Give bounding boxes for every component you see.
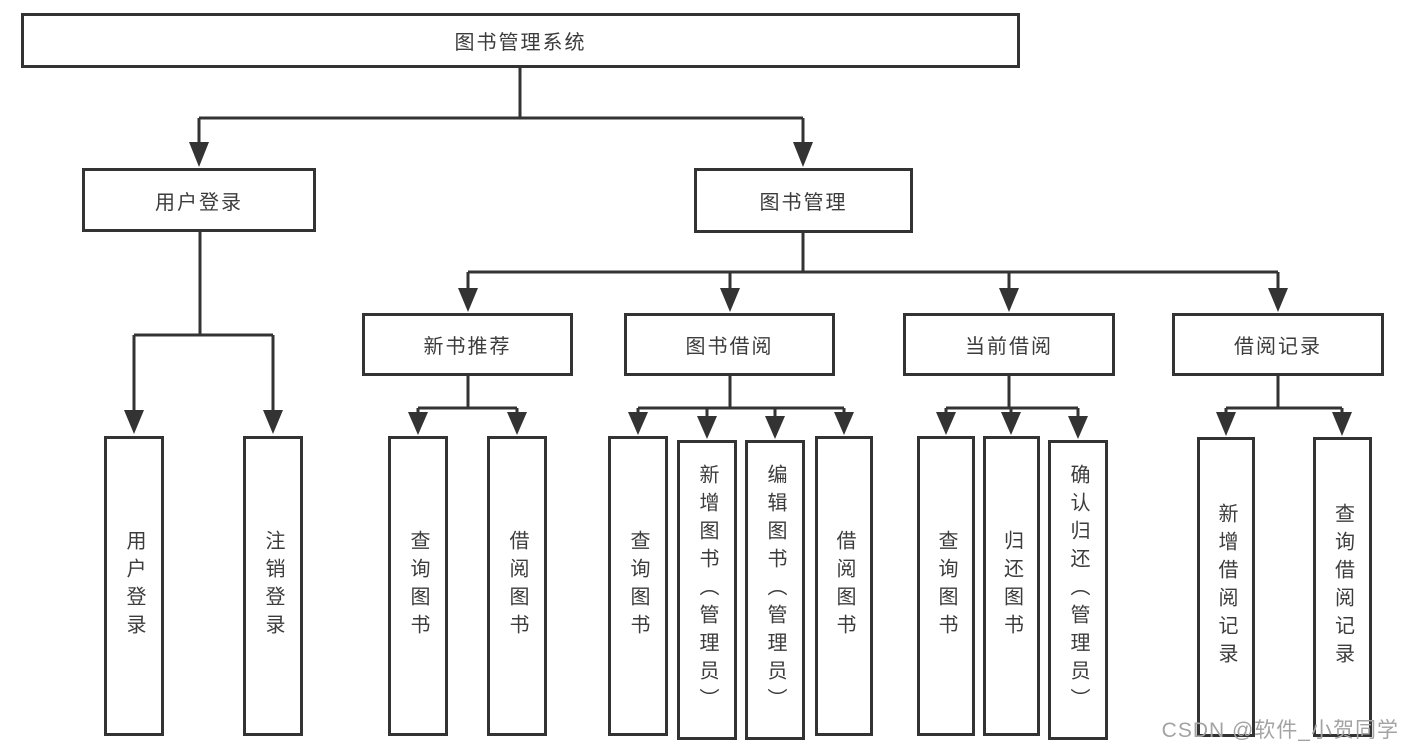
leaf-bb-query-book: 查询图书 [608,436,668,736]
leaf-cb-query-book: 查询图书 [917,436,975,736]
leaf-cb-confirm-return-admin-label: 确认归还（管理员） [1067,464,1089,716]
leaf-cb-return-book: 归还图书 [983,436,1040,736]
watermark-text: CSDN @软件_小贺同学 [1161,719,1399,742]
node-root: 图书管理系统 [21,13,1020,68]
node-book-borrow: 图书借阅 [624,313,835,376]
node-book-borrow-label: 图书借阅 [685,336,774,358]
leaf-br-query-record: 查询借阅记录 [1313,437,1372,737]
leaf-cb-query-book-label: 查询图书 [935,530,957,642]
node-new-book-recommend-label: 新书推荐 [423,336,512,358]
leaf-nbr-borrow-book: 借阅图书 [487,436,547,736]
leaf-nbr-query-book: 查询图书 [388,436,448,736]
leaf-bb-edit-book-admin-label: 编辑图书（管理员） [764,464,786,716]
leaf-user-login: 用户登录 [104,436,164,736]
node-borrow-record: 借阅记录 [1172,313,1384,376]
leaf-user-login-label: 用户登录 [123,530,145,642]
leaf-cb-confirm-return-admin: 确认归还（管理员） [1048,440,1108,740]
node-user-login: 用户登录 [82,168,316,232]
leaf-cb-return-book-label: 归还图书 [1000,530,1023,642]
leaf-bb-borrow-book: 借阅图书 [815,436,873,736]
leaf-bb-query-book-label: 查询图书 [627,530,649,642]
leaf-br-query-record-label: 查询借阅记录 [1331,503,1354,671]
node-user-login-label: 用户登录 [155,191,243,214]
node-current-borrow: 当前借阅 [903,313,1115,376]
leaf-bb-edit-book-admin: 编辑图书（管理员） [745,440,805,740]
leaf-bb-borrow-book-label: 借阅图书 [833,530,855,642]
node-book-management-label: 图书管理 [759,192,848,214]
leaf-nbr-borrow-book-label: 借阅图书 [506,530,528,642]
node-borrow-record-label: 借阅记录 [1234,336,1322,358]
node-current-borrow-label: 当前借阅 [965,336,1053,358]
leaf-br-add-record-label: 新增借阅记录 [1215,503,1237,671]
leaf-nbr-query-book-label: 查询图书 [407,530,429,642]
leaf-bb-add-book-admin: 新增图书（管理员） [677,440,737,740]
leaf-logout-label: 注销登录 [262,530,284,642]
leaf-br-add-record: 新增借阅记录 [1197,437,1255,737]
leaf-bb-add-book-admin-label: 新增图书（管理员） [696,464,718,716]
node-root-label: 图书管理系统 [454,32,587,54]
node-book-management: 图书管理 [694,168,913,233]
node-new-book-recommend: 新书推荐 [362,313,573,376]
leaf-logout: 注销登录 [243,436,303,736]
